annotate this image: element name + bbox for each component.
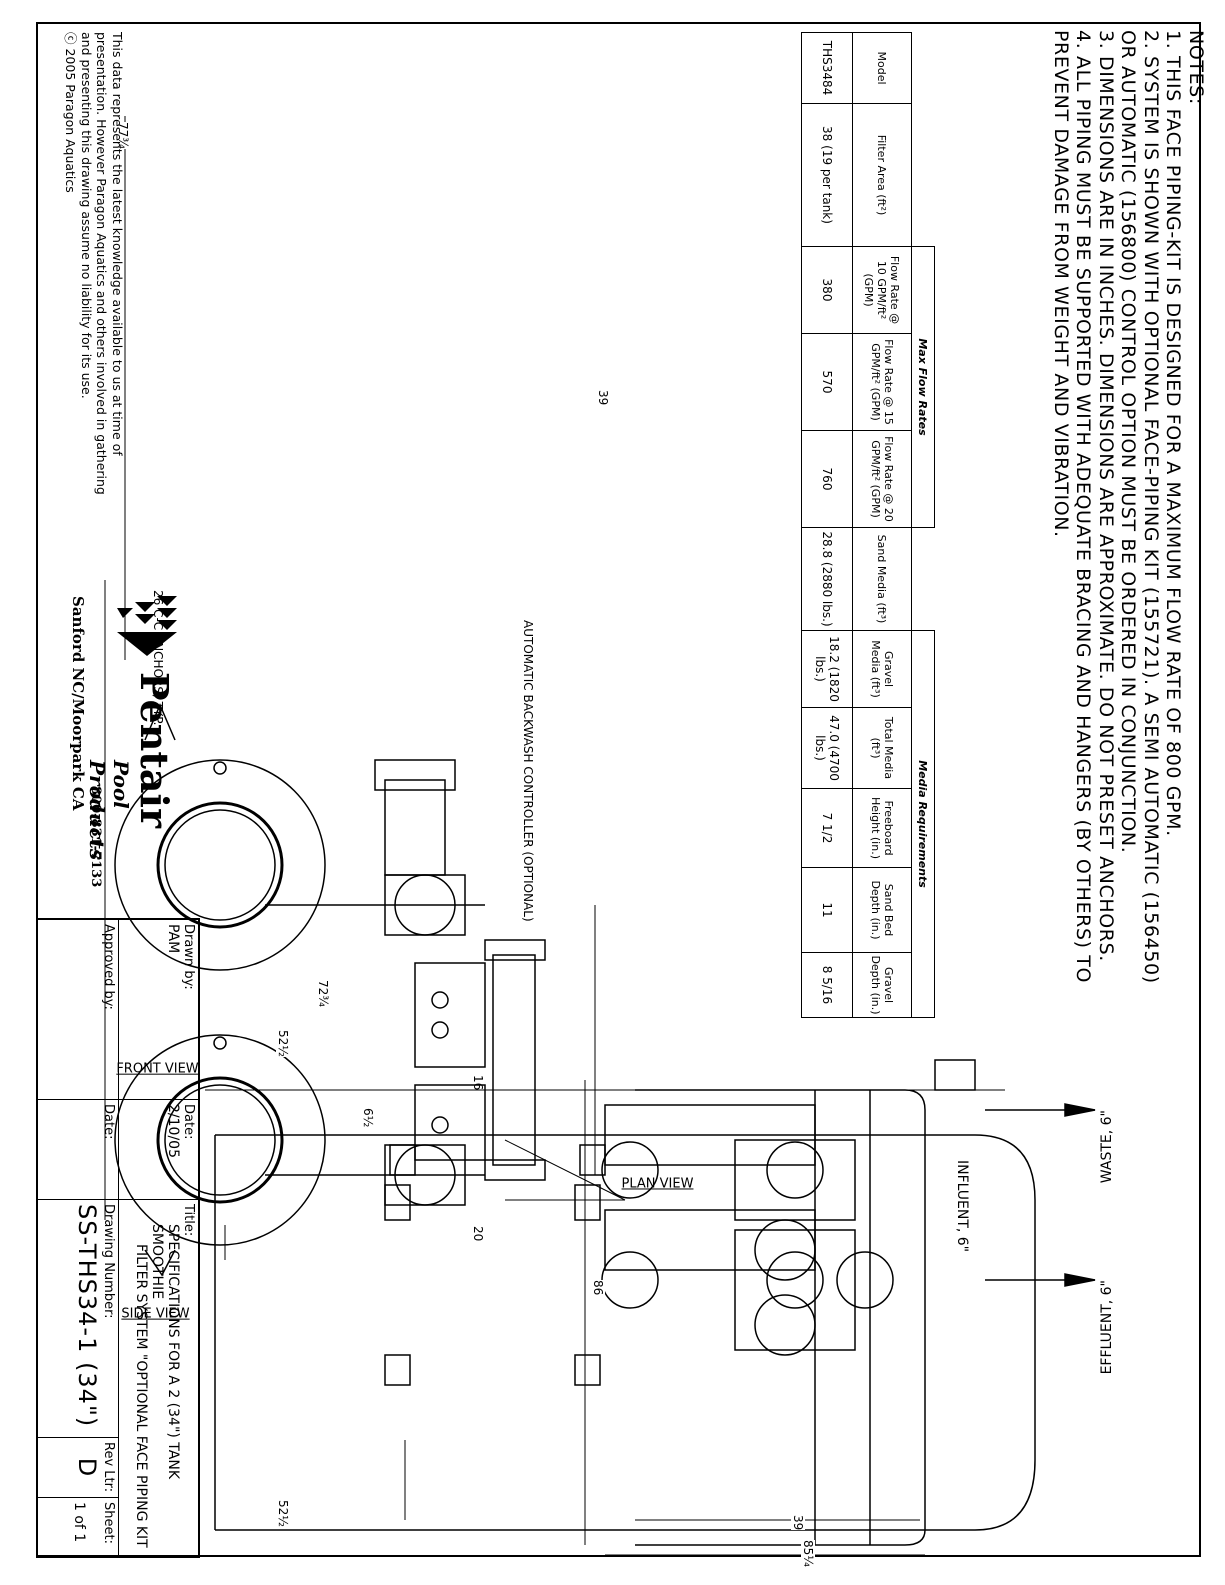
brand-location: Sanford NC/Moorpark CA [69, 596, 87, 811]
drawing-number-cell: Drawing Number: SS-THS34-1 (34") [36, 1200, 118, 1438]
title-cell: Title: SPECIFICATIONS FOR A 2 (34") TANK… [118, 1200, 198, 1558]
date-cell: Date: 2/10/05 [118, 1100, 198, 1200]
drawn-by-value: PAM [165, 924, 181, 954]
side-view-drawing [205, 1089, 1036, 1531]
dim-front-width: 39 [596, 390, 610, 406]
pentair-logo-icon [117, 596, 177, 656]
rev-value: D [73, 1457, 101, 1478]
brand-name: Pentair [132, 672, 177, 828]
date-label: Date: [181, 1104, 196, 1140]
title-line-2: FILTER SYSTEM "OPTIONAL FACE PIPING KIT [133, 1244, 149, 1548]
drawing-number-value: SS-THS34-1 (34") [73, 1204, 101, 1428]
effluent-label: EFFLUENT, 6" [1099, 1280, 1115, 1375]
sheet-cell: Sheet: 1 of 1 [36, 1498, 118, 1558]
title-block: Drawn by: PAM Date: 2/10/05 Approved by:… [36, 918, 200, 1558]
dim-plan-depth: 86 [591, 1280, 605, 1296]
dim-side-mid: 52½ [276, 1030, 290, 1057]
dim-side-bottom: 52½ [276, 1500, 290, 1527]
date-value: 2/10/05 [165, 1104, 181, 1158]
controller-label: AUTOMATIC BACKWASH CONTROLLER (OPTIONAL) [521, 620, 535, 922]
sheet-label: Sheet: [101, 1502, 116, 1544]
dim-plan-85: 85¼ [801, 1540, 815, 1567]
rev-label: Rev Ltr: [101, 1442, 116, 1493]
sheet-value: 1 of 1 [71, 1502, 87, 1543]
rev-cell: Rev Ltr: D [36, 1438, 118, 1498]
brand-block: Pentair Pool Products 800-831-7133 Sanfo… [37, 590, 185, 910]
influent-label: INFLUENT, 6" [954, 1160, 970, 1253]
date2-label: Date: [101, 1104, 116, 1140]
dim-side-height: 72¾ [316, 980, 330, 1007]
brand-phone: 800-831-7133 [88, 786, 103, 888]
waste-label: WASTE, 6" [1099, 1110, 1115, 1184]
drawing-number-label: Drawing Number: [101, 1204, 116, 1319]
drawn-by-label: Drawn by: [181, 924, 196, 990]
disclaimer: This data represents the latest knowledg… [63, 32, 126, 495]
copyright-line: ⓒ 2005 Paragon Aquatics [63, 32, 79, 193]
approved-cell: Approved by: [36, 920, 118, 1100]
plan-view-drawing [584, 1059, 1096, 1556]
front-view-drawing [104, 116, 626, 1277]
plan-view-title: PLAN VIEW [621, 1176, 694, 1192]
date2-cell: Date: [36, 1100, 118, 1200]
dim-side-20: 20 [471, 1226, 485, 1242]
drawn-by-cell: Drawn by: PAM [118, 920, 198, 1100]
title-line-1: SPECIFICATIONS FOR A 2 (34") TANK SMOOTH… [149, 1224, 181, 1479]
disclaimer-line: presentation. However Paragon Aquatics a… [94, 32, 110, 495]
dim-side-16: 16 [471, 1075, 485, 1091]
dim-plan-39: 39 [791, 1515, 805, 1531]
disclaimer-line: This data represents the latest knowledg… [110, 32, 125, 456]
disclaimer-line: and presenting this drawing assume no li… [79, 32, 94, 399]
approved-label: Approved by: [101, 924, 116, 1010]
dim-side-small: 6½ [361, 1108, 375, 1128]
title-label: Title: [181, 1204, 196, 1237]
